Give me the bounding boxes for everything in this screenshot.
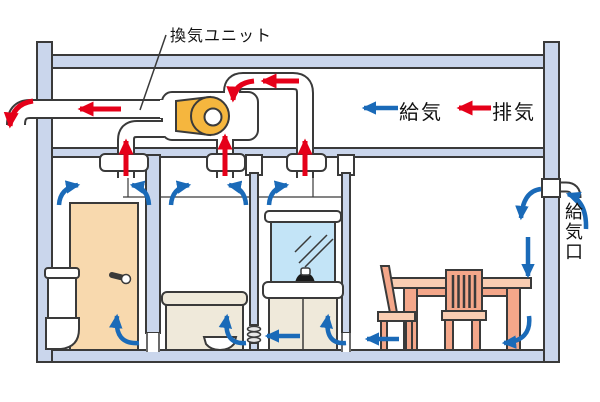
unit-label-leader xyxy=(139,34,167,111)
bath-up-right-arrow xyxy=(168,180,192,206)
wall-gap-coil-icon xyxy=(246,325,262,344)
exhaust-outdoor-arrow xyxy=(3,98,34,129)
supply-arrows xyxy=(56,101,589,349)
washbowl-icon xyxy=(202,336,238,352)
door-knob-icon xyxy=(109,272,132,285)
toilet-icon xyxy=(44,267,80,350)
doorway-lines xyxy=(123,170,342,198)
bath-floor-arrow xyxy=(218,313,247,346)
toilet-up-right-arrow xyxy=(56,180,81,206)
supply-outside-arrow xyxy=(565,191,589,230)
supply-inlet-vent xyxy=(541,178,561,198)
toilet-up-left-arrow xyxy=(129,180,152,206)
wash-up-right-arrow xyxy=(266,180,290,206)
right-wall xyxy=(543,41,560,363)
toilet-room xyxy=(44,202,139,351)
roof-band xyxy=(36,54,560,69)
wash-room xyxy=(262,210,344,351)
bath-up-left-arrow xyxy=(226,180,249,206)
wall-toilet-bath xyxy=(145,154,161,334)
dining-floor-arrow xyxy=(501,315,532,349)
supply-inside-arrow xyxy=(515,186,542,221)
vanity-icon xyxy=(262,210,344,351)
faucet-icon xyxy=(295,273,315,283)
exhaust-arrows xyxy=(3,73,491,176)
legend-supply-label: 給気 xyxy=(399,102,443,124)
wall-wash-dining xyxy=(341,172,351,334)
side-chair-icon xyxy=(377,265,416,351)
supply-inlet-label: 給気口 xyxy=(563,202,583,262)
toilet-floor-arrow xyxy=(109,313,140,346)
ventilation-unit-label: 換気ユニット xyxy=(170,28,273,45)
underwall-gap-1 xyxy=(146,333,160,352)
exhaust-into-unit-arrow xyxy=(226,78,255,103)
wall-bath-wash xyxy=(249,172,259,326)
floor-band xyxy=(36,349,560,363)
dining-room xyxy=(377,265,532,351)
front-chair-icon xyxy=(441,269,487,351)
wall-bath-wash-foot xyxy=(249,342,259,351)
legend-exhaust-label: 排気 xyxy=(492,102,536,124)
fan-icon xyxy=(175,95,230,137)
wash-floor-arrow xyxy=(319,313,347,346)
